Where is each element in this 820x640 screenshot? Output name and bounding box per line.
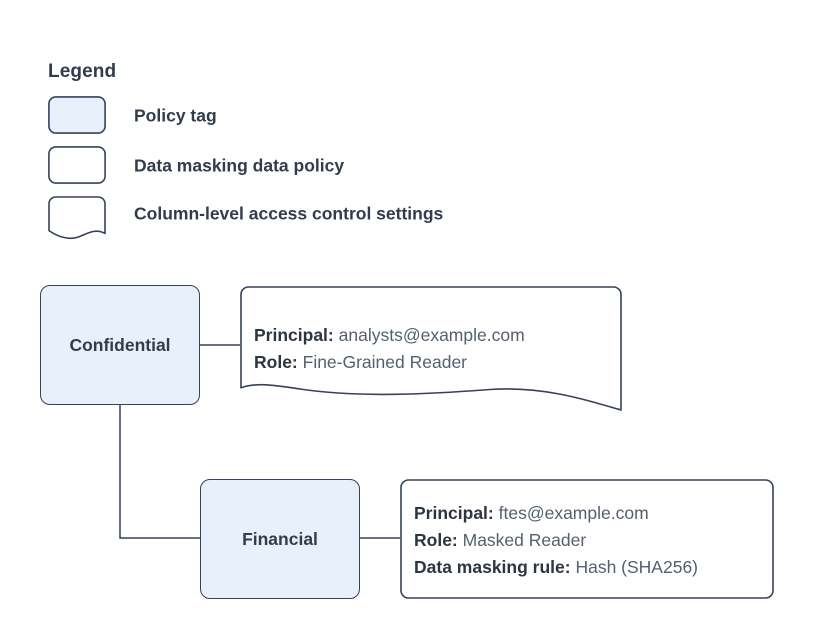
legend-swatch-policy-tag bbox=[48, 96, 106, 134]
legend-label: Column-level access control settings bbox=[134, 203, 444, 224]
legend-title: Legend bbox=[48, 61, 117, 82]
callout-value: analysts@example.com bbox=[338, 325, 525, 345]
callout-line: Principal: ftes@example.com Role: Masked… bbox=[414, 500, 698, 581]
legend-label: Data masking data policy bbox=[134, 155, 345, 176]
callout-line: Principal: analysts@example.com Role: Fi… bbox=[254, 322, 525, 376]
callout-financial-policy[interactable]: Principal: ftes@example.com Role: Masked… bbox=[400, 479, 774, 599]
legend-label: Policy tag bbox=[134, 105, 217, 126]
callout-value: ftes@example.com bbox=[498, 503, 649, 523]
legend-swatch-column-level-access bbox=[48, 196, 106, 240]
node-label: Confidential bbox=[69, 334, 171, 355]
callout-key: Role: bbox=[414, 530, 458, 550]
callout-rect-shape bbox=[400, 479, 774, 599]
callout-key: Data masking rule: bbox=[414, 557, 571, 577]
callout-value: Fine-Grained Reader bbox=[302, 352, 468, 372]
callout-wavy-shape bbox=[240, 286, 622, 411]
callout-key: Principal: bbox=[414, 503, 494, 523]
node-label: Financial bbox=[242, 528, 318, 549]
connector-confidential-to-financial bbox=[119, 405, 200, 539]
legend-swatch-data-masking-policy bbox=[48, 146, 106, 184]
callout-key: Principal: bbox=[254, 325, 334, 345]
callout-value: Masked Reader bbox=[462, 530, 587, 550]
callout-value: Hash (SHA256) bbox=[575, 557, 699, 577]
callout-key: Role: bbox=[254, 352, 298, 372]
node-financial[interactable]: Financial bbox=[200, 479, 360, 599]
node-confidential[interactable]: Confidential bbox=[40, 285, 200, 405]
callout-confidential-settings[interactable]: Principal: analysts@example.com Role: Fi… bbox=[240, 286, 622, 412]
